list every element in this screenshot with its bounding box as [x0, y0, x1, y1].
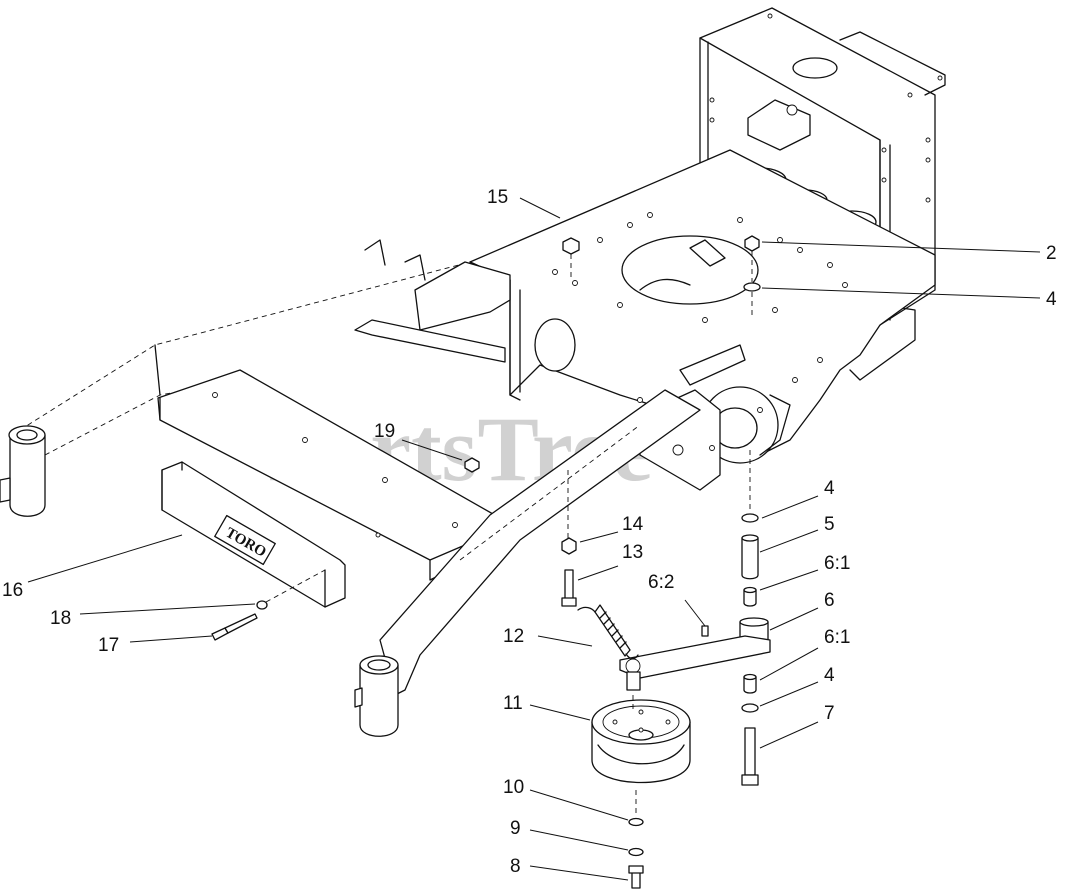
callout-13: 13 [622, 542, 643, 563]
callout-4-lower: 4 [824, 665, 835, 686]
right-caster-mount [354, 655, 399, 737]
left-caster-mount [0, 425, 46, 517]
spring-and-bolt [561, 470, 639, 660]
callout-labels: 15 2 4 19 4 14 5 13 6:2 6:1 6 12 6:1 4 1… [2, 187, 1057, 877]
callout-16: 16 [2, 580, 23, 601]
callout-6-1-lower: 6:1 [824, 627, 850, 648]
callout-9: 9 [510, 818, 521, 839]
bumper-hardware [211, 569, 326, 641]
idler-pulley [591, 695, 691, 889]
idler-arm-assembly [619, 450, 771, 786]
callout-6: 6 [824, 590, 835, 611]
main-deck-plate [469, 149, 936, 491]
callout-2: 2 [1046, 243, 1057, 264]
callout-5: 5 [824, 514, 835, 535]
callout-12: 12 [503, 626, 524, 647]
callout-6-1-upper: 6:1 [824, 553, 850, 574]
callout-6-2: 6:2 [648, 572, 674, 593]
left-frame-rail [15, 239, 511, 459]
callout-15: 15 [487, 187, 508, 208]
callout-4-top: 4 [1046, 289, 1057, 310]
hardware-top [464, 235, 761, 473]
callout-10: 10 [503, 777, 524, 798]
callout-4-upper: 4 [824, 478, 835, 499]
callout-11: 11 [503, 693, 523, 714]
callout-8: 8 [510, 856, 521, 877]
callout-7: 7 [824, 703, 835, 724]
callout-19: 19 [374, 421, 395, 442]
callout-17: 17 [98, 635, 119, 656]
callout-18: 18 [50, 608, 71, 629]
leader-lines [27, 197, 1041, 881]
callout-14: 14 [622, 514, 644, 535]
